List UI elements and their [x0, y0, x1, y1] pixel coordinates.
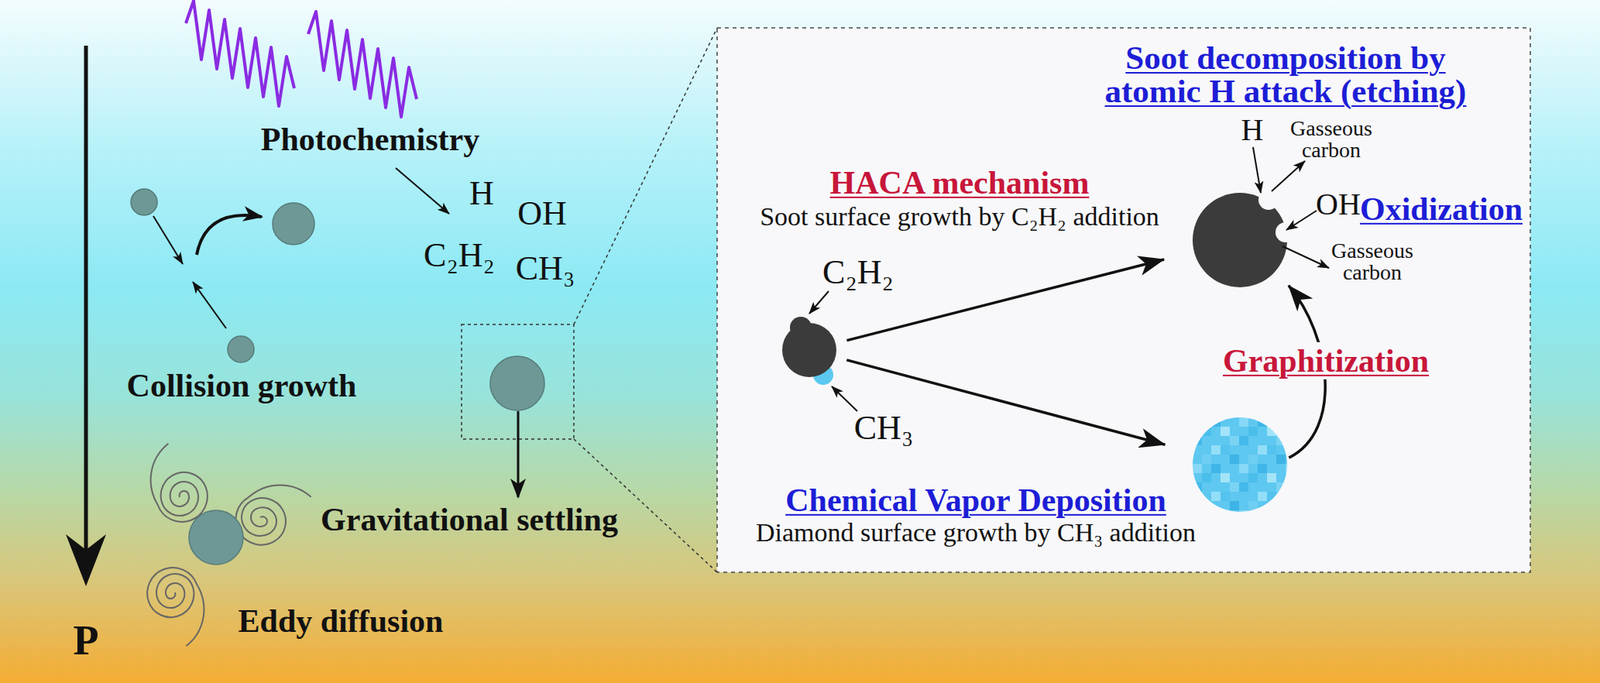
particle-shape: [1192, 192, 1288, 288]
annotation-label: Gravitational settling: [320, 501, 619, 539]
node-text: OH: [1315, 186, 1361, 223]
aerosol-particle: [490, 356, 545, 411]
connector-arrow: [846, 259, 1164, 341]
leader-arrow: [1282, 246, 1329, 268]
connector-arrow: [846, 360, 1165, 445]
zoom-line: [573, 27, 718, 325]
diamond-particle: Chemical Vapor DepositionDiamond surface…: [1192, 417, 1288, 512]
aerosol-particle: [130, 188, 158, 216]
aerosol-particle: [188, 510, 244, 565]
graphitic-soot-particle: Soot decomposition by atomic H attack (e…: [1192, 192, 1288, 288]
aerosol-particle: [272, 202, 315, 245]
photon-wave: [185, 0, 295, 107]
node-text: CH₃: [854, 408, 914, 449]
annotation-label: Eddy diffusion: [238, 602, 444, 640]
node-text: Oxidization: [1359, 190, 1523, 228]
aerosol-particle: [227, 336, 255, 363]
node-text: C₂H₂: [822, 253, 894, 293]
node-text: H: [1241, 112, 1264, 148]
particle-body: [1192, 417, 1288, 512]
eddy-spiral: [140, 559, 217, 653]
edge-label: HACA mechanism: [830, 164, 1090, 202]
node-text: Gasseous carbon: [1273, 117, 1390, 162]
leader-arrow: [809, 291, 829, 314]
leader-arrow: [1271, 161, 1305, 192]
node-text: Soot decomposition by atomic H attack (e…: [1091, 41, 1480, 108]
annotation-label: Photochemistry: [260, 120, 480, 158]
node-text: Gasseous carbon: [1314, 240, 1431, 284]
leader-arrow: [831, 386, 858, 412]
etch-pit: [1258, 189, 1279, 210]
annotation-label: CH₃: [515, 249, 575, 289]
inset-panel: [717, 27, 1531, 573]
particle-shape: [782, 322, 837, 378]
annotation-label: H: [469, 174, 495, 214]
soot-particle: C₂H₂CH₃: [782, 322, 837, 378]
pressure-arrowhead: [65, 534, 107, 587]
particle-shape: [1192, 417, 1288, 512]
node-text: Chemical Vapor Deposition: [785, 481, 1167, 519]
annotation-label: Collision growth: [127, 367, 358, 405]
annotation-label: P: [73, 616, 100, 665]
particle-body: [782, 322, 837, 378]
etch-pit: [1275, 222, 1296, 243]
leader-arrow: [395, 168, 450, 214]
pressure-axis: [84, 45, 89, 552]
settling-arrow: [517, 411, 520, 498]
annotation-label: C₂H₂: [423, 236, 495, 276]
annotation-label: Soot surface growth by C₂H₂ addition: [759, 201, 1160, 232]
leader-arrow: [1253, 147, 1261, 193]
photon-wave: [308, 11, 417, 117]
leader-arrow: [153, 216, 183, 265]
growth-arrow: [196, 215, 262, 255]
node-text: Diamond surface growth by CH₃ addition: [755, 517, 1196, 548]
annotation-label: OH: [517, 194, 567, 234]
leader-arrow: [192, 281, 227, 329]
edge-label: Graphitization: [1216, 342, 1436, 380]
